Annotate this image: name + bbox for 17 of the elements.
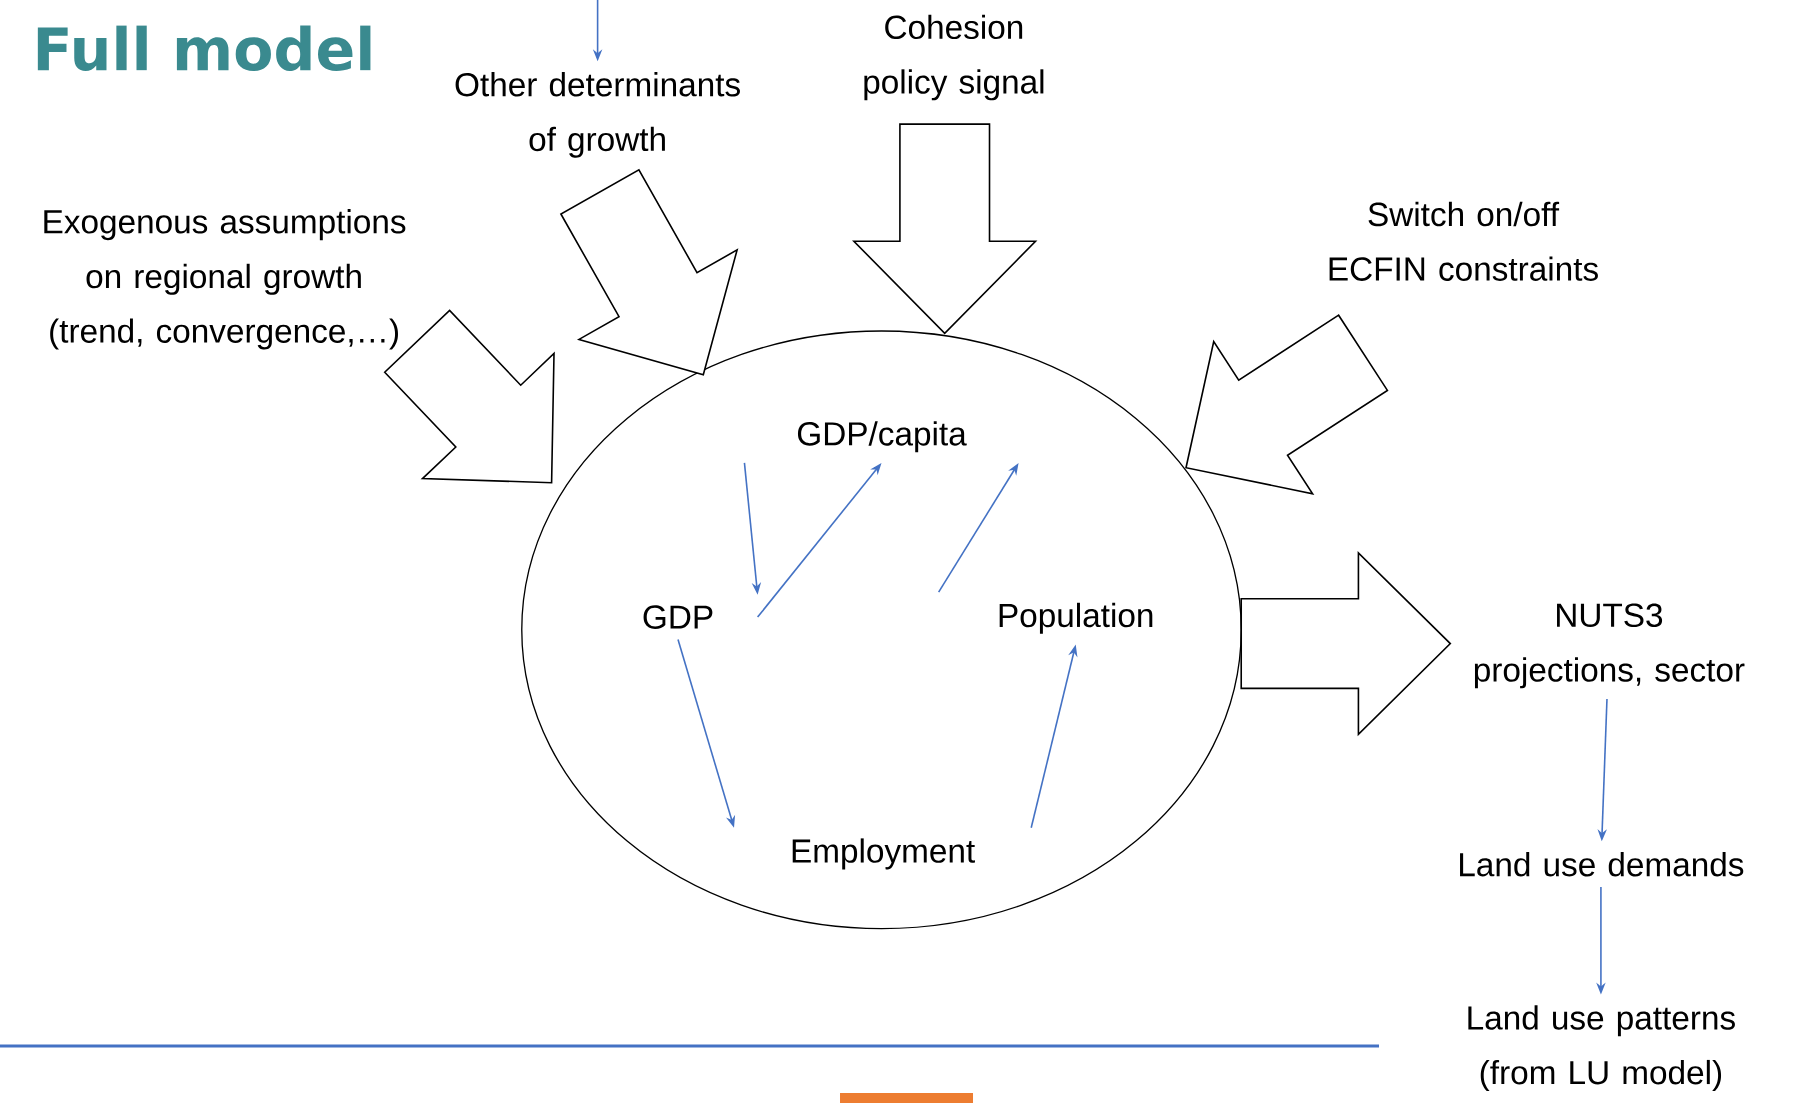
node-text: Other determinants of growth: [455, 72, 740, 158]
model-ellipse: [521, 330, 1242, 930]
title: Full model: [37, 25, 371, 71]
node-text: GDP/capita: [797, 421, 967, 453]
node-text: Land use patterns (from LU model): [1468, 1005, 1735, 1091]
node-text: Cohesion policy signal: [864, 14, 1044, 101]
block-arrow: [1185, 314, 1389, 495]
block-arrow: [1240, 550, 1452, 737]
node-text: Exogenous assumptions on regional growth (trend, convergence,…): [44, 209, 406, 350]
node-text: Population: [999, 602, 1153, 634]
node-text: Switch on/off ECFIN constraints: [1329, 201, 1598, 281]
node-text: Employment: [792, 838, 975, 870]
block-arrow: [852, 123, 1038, 335]
node-text: Land use demands: [1460, 851, 1744, 877]
node-text: GDP: [643, 605, 713, 629]
node-text: NUTS3 projections, sector: [1474, 603, 1745, 689]
block-arrow: [383, 309, 555, 484]
